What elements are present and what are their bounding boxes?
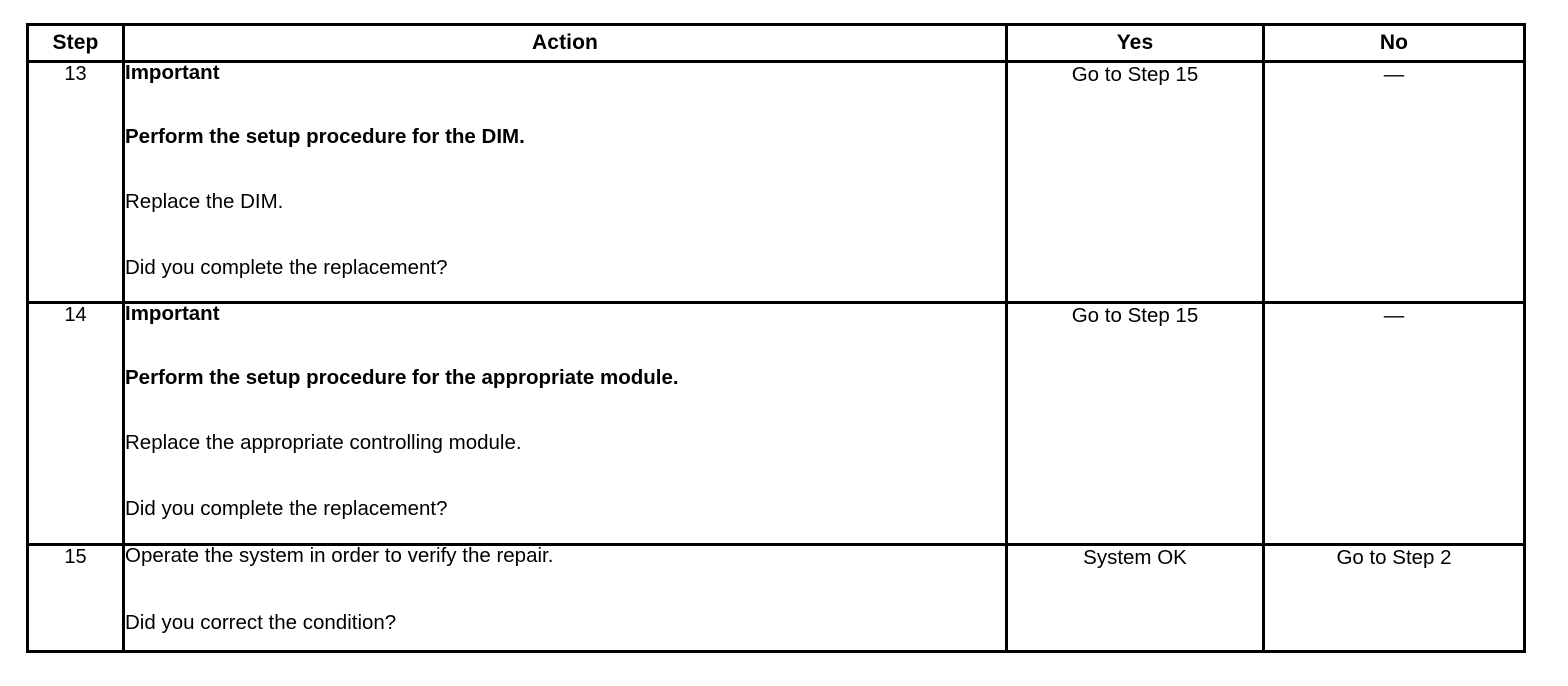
action-line-question: Did you correct the condition?	[125, 610, 397, 634]
line-gap	[125, 84, 1005, 127]
action-line-setup-procedure: Perform the setup procedure for the DIM.	[125, 124, 525, 148]
table-header-row: Step Action Yes No	[26, 23, 1526, 63]
line-gap	[125, 567, 1005, 613]
table-row: 15 Operate the system in order to verify…	[26, 543, 1526, 653]
line-gap	[125, 325, 1005, 368]
action-line-important: Important	[125, 302, 220, 325]
line-gap	[125, 213, 1005, 258]
action-line-operate: Operate the system in order to verify th…	[125, 544, 554, 567]
line-gap	[125, 147, 1005, 192]
diagnostic-step-table: Step Action Yes No 13 Important Perform …	[26, 23, 1526, 653]
line-gap	[125, 454, 1005, 499]
line-gap	[125, 388, 1005, 433]
action-line-setup-procedure: Perform the setup procedure for the appr…	[125, 365, 679, 389]
no-result-cell: —	[1262, 301, 1526, 546]
action-line-important: Important	[125, 61, 220, 84]
action-cell: Important Perform the setup procedure fo…	[122, 60, 1008, 304]
column-header-step: Step	[26, 23, 125, 63]
column-header-yes: Yes	[1005, 23, 1265, 63]
action-line-question: Did you complete the replacement?	[125, 496, 448, 520]
column-header-action: Action	[122, 23, 1008, 63]
table-row: 14 Important Perform the setup procedure…	[26, 301, 1526, 546]
yes-result-cell: Go to Step 15	[1005, 60, 1265, 304]
action-line-question: Did you complete the replacement?	[125, 255, 448, 279]
no-result-cell: —	[1262, 60, 1526, 304]
step-number-cell: 14	[26, 301, 125, 546]
column-header-no: No	[1262, 23, 1526, 63]
yes-result-cell: Go to Step 15	[1005, 301, 1265, 546]
yes-result-cell: System OK	[1005, 543, 1265, 653]
action-cell: Important Perform the setup procedure fo…	[122, 301, 1008, 546]
action-cell: Operate the system in order to verify th…	[122, 543, 1008, 653]
action-line-replace: Replace the DIM.	[125, 190, 284, 213]
action-line-replace: Replace the appropriate controlling modu…	[125, 431, 522, 454]
step-number-cell: 15	[26, 543, 125, 653]
table-row: 13 Important Perform the setup procedure…	[26, 60, 1526, 304]
step-number-cell: 13	[26, 60, 125, 304]
no-result-cell: Go to Step 2	[1262, 543, 1526, 653]
